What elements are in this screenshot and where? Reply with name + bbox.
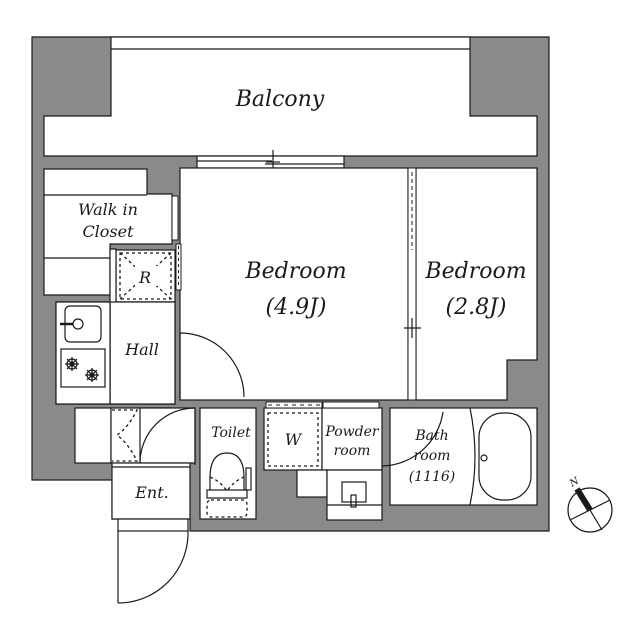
washer-space <box>263 401 323 471</box>
compass-north-label: N <box>567 475 582 490</box>
entrance <box>111 462 191 604</box>
labels: Balcony Bedroom (4.9J) Bedroom (2.8J) Wa… <box>78 87 527 502</box>
powder-room-label-line1: Powder <box>324 424 380 440</box>
sliding-window <box>196 150 345 175</box>
bathtub-icon <box>478 412 532 501</box>
refrigerator-label: R <box>138 268 151 287</box>
compass-icon: N <box>567 475 613 533</box>
hall-label: Hall <box>124 340 159 359</box>
walk-in-closet-label-line1: Walk in <box>78 200 138 219</box>
walk-in-closet <box>43 168 179 296</box>
kitchen-counter <box>55 301 111 405</box>
balcony-label: Balcony <box>235 87 325 112</box>
burner-icon <box>85 368 99 382</box>
toilet-room <box>199 407 257 520</box>
washer-label: W <box>285 430 303 449</box>
bathroom <box>381 407 538 506</box>
bedroom-1-door <box>175 243 245 399</box>
bedroom-1 <box>179 167 409 401</box>
bedroom-1-label: Bedroom <box>244 259 346 284</box>
bathroom-label-line2: room <box>414 448 451 464</box>
hall-door <box>139 407 196 465</box>
bedroom-2-size: (2.8J) <box>446 295 507 320</box>
toilet-icon <box>206 452 252 518</box>
entrance-label: Ent. <box>134 483 169 502</box>
bedroom-partition <box>404 167 421 401</box>
walk-in-closet-label-line2: Closet <box>82 222 134 241</box>
powder-room-label-line2: room <box>334 443 371 459</box>
burner-icon <box>65 357 79 371</box>
balcony <box>43 36 538 157</box>
bedroom-1-size: (4.9J) <box>266 295 327 320</box>
bedroom-2-label: Bedroom <box>424 259 526 284</box>
toilet-label: Toilet <box>211 425 251 441</box>
bathroom-label-line1: Bath <box>414 428 448 444</box>
bathroom-label-line3: (1116) <box>409 469 456 485</box>
powder-room <box>296 401 383 521</box>
refrigerator-space <box>115 249 176 303</box>
